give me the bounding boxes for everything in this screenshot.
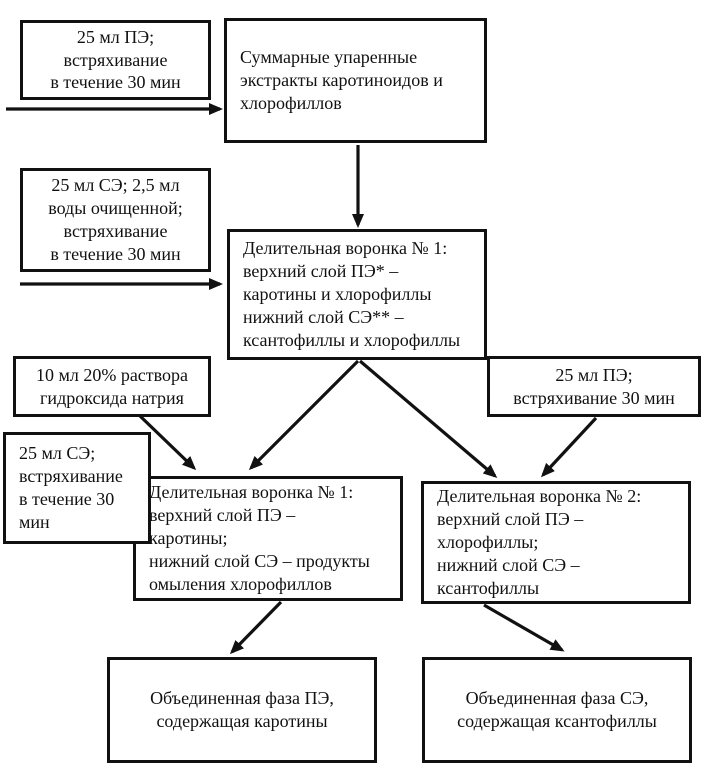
node-reagent-pe-right-label: 25 мл ПЭ; встряхивание 30 мин xyxy=(513,364,675,408)
node-summary-extracts-label: Суммарные упаренные экстракты каротиноид… xyxy=(240,47,443,113)
node-reagent-se-left: 25 мл СЭ; встряхивание в течение 30 мин xyxy=(3,432,151,544)
node-funnel1-result-label: Делительная воронка № 1: верхний слой ПЭ… xyxy=(149,482,370,594)
node-funnel1-initial: Делительная воронка № 1: верхний слой ПЭ… xyxy=(227,229,487,360)
arrow-funnel1-to-funnel1-result xyxy=(248,359,360,471)
node-reagent-se-left-label: 25 мл СЭ; встряхивание в течение 30 мин xyxy=(19,443,123,532)
node-reagent-pe-right: 25 мл ПЭ; встряхивание 30 мин xyxy=(487,356,701,417)
node-reagent-se-water: 25 мл СЭ; 2,5 мл воды очищенной; встряхи… xyxy=(20,168,211,272)
node-summary-extracts: Суммарные упаренные экстракты каротиноид… xyxy=(224,18,487,143)
arrow-pe-right-to-funnel2-result xyxy=(540,416,598,478)
node-reagent-se-water-label: 25 мл СЭ; 2,5 мл воды очищенной; встряхи… xyxy=(48,175,183,264)
node-reagent-pe-top-label: 25 мл ПЭ; встряхивание в течение 30 мин xyxy=(50,26,181,93)
node-reagent-pe-top: 25 мл ПЭ; встряхивание в течение 30 мин xyxy=(20,20,211,100)
node-combined-se-phase-label: Объединенная фаза СЭ, содержащая ксантоф… xyxy=(457,688,657,731)
node-funnel2-result-label: Делительная воронка № 2: верхний слой ПЭ… xyxy=(437,486,642,598)
node-naoh-solution-label: 10 мл 20% раствора гидроксида натрия xyxy=(35,364,189,408)
node-combined-se-phase: Объединенная фаза СЭ, содержащая ксантоф… xyxy=(422,657,692,763)
node-funnel1-result: Делительная воронка № 1: верхний слой ПЭ… xyxy=(133,476,403,601)
node-funnel2-result: Делительная воронка № 2: верхний слой ПЭ… xyxy=(421,481,691,604)
node-combined-pe-phase: Объединенная фаза ПЭ, содержащая каротин… xyxy=(107,657,377,763)
node-naoh-solution: 10 мл 20% раствора гидроксида натрия xyxy=(13,356,211,417)
arrow-funnel1-to-funnel2-result xyxy=(358,359,498,478)
arrow-funnel2-result-to-se-phase xyxy=(483,603,565,652)
arrow-funnel1-result-to-pe-phase xyxy=(229,600,283,655)
node-funnel1-initial-label: Делительная воронка № 1: верхний слой ПЭ… xyxy=(243,238,461,350)
node-combined-pe-phase-label: Объединенная фаза ПЭ, содержащая каротин… xyxy=(150,688,334,731)
